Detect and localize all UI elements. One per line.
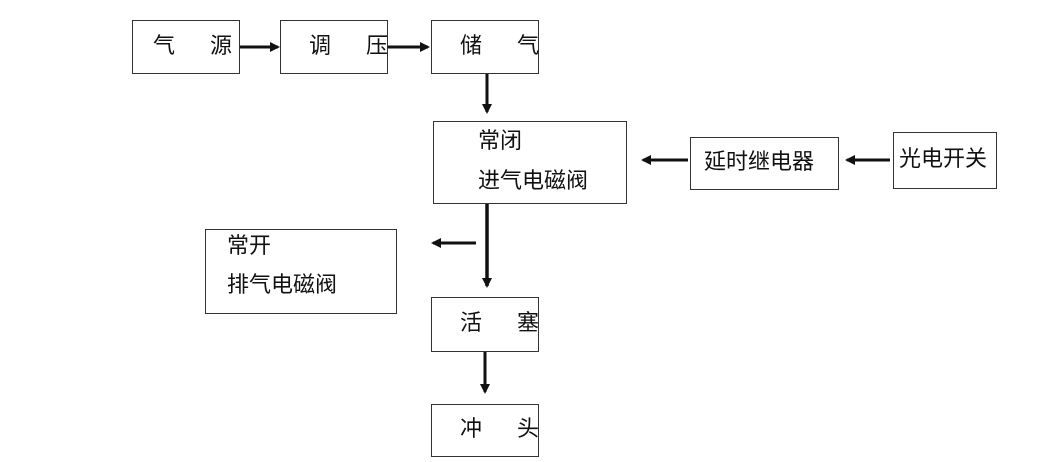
inlet-solenoid-valve-box: 常闭 进气电磁阀 (433, 121, 627, 204)
punch-box: 冲 头 (431, 404, 539, 457)
air-storage-label: 储 气 (460, 34, 553, 59)
inlet-valve-line2: 进气电磁阀 (478, 169, 589, 194)
air-source-label: 气 源 (153, 34, 246, 59)
punch-label: 冲 头 (460, 417, 553, 442)
time-delay-relay-box: 延时继电器 (690, 137, 839, 190)
exhaust-solenoid-valve-box: 常开 排气电磁阀 (205, 229, 397, 314)
pressure-regulator-box: 调 压 (280, 20, 388, 74)
exhaust-valve-line2: 排气电磁阀 (227, 273, 338, 298)
piston-label: 活 塞 (460, 311, 553, 336)
air-source-box: 气 源 (132, 20, 240, 74)
air-storage-box: 储 气 (431, 20, 539, 74)
photoelectric-switch-label: 光电开关 (899, 147, 988, 172)
pressure-regulator-label: 调 压 (309, 34, 402, 59)
photoelectric-switch-box: 光电开关 (893, 132, 997, 189)
inlet-valve-line1: 常闭 (478, 129, 523, 154)
time-delay-relay-label: 延时继电器 (704, 150, 815, 175)
exhaust-valve-line1: 常开 (227, 234, 272, 259)
piston-box: 活 塞 (431, 297, 539, 352)
